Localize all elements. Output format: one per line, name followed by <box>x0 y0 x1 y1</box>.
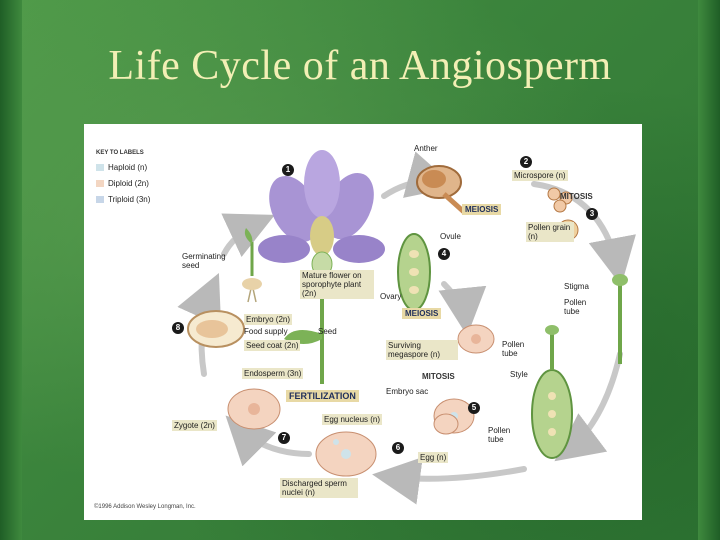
label-egg-nucleus: Egg nucleus (n) <box>322 414 383 425</box>
label-mitosis-top: MITOSIS <box>560 192 593 201</box>
label-pollen-tube-2: Pollen tube <box>502 340 525 358</box>
label-ovule: Ovule <box>440 232 461 241</box>
label-anther: Anther <box>414 144 438 153</box>
label-embryo: Embryo (2n) <box>244 314 293 325</box>
megaspore-drawing <box>433 324 495 435</box>
label-meiosis-top: MEIOSIS <box>462 204 502 215</box>
step-6: 6 <box>392 442 404 454</box>
label-microspore: Microspore (n) <box>512 170 568 181</box>
label-meiosis-mid: MEIOSIS <box>402 308 442 319</box>
label-fertilization: FERTILIZATION <box>286 390 359 402</box>
label-food-supply: Food supply <box>244 327 288 336</box>
slide-left-border <box>0 0 22 540</box>
label-mature-flower: Mature flower on sporophyte plant (2n) <box>300 270 374 299</box>
seed-drawing <box>187 310 245 348</box>
step-5: 5 <box>468 402 480 414</box>
key-swatch-haploid <box>96 164 104 171</box>
label-stigma: Stigma <box>564 282 589 291</box>
mature-flower-drawing <box>258 150 385 384</box>
label-pollen-grain: Pollen grain (n) <box>526 222 574 242</box>
slide-right-border <box>698 0 720 540</box>
step-8: 8 <box>172 322 184 334</box>
zygote-drawing <box>227 388 281 430</box>
label-egg: Egg (n) <box>418 452 449 463</box>
label-zygote: Zygote (2n) <box>172 420 217 431</box>
label-discharged-sperm: Discharged sperm nuclei (n) <box>280 478 358 498</box>
label-mitosis-mid: MITOSIS <box>422 372 455 381</box>
diagram-panel: KEY TO LABELS Haploid (n) Diploid (2n) T… <box>84 124 642 520</box>
step-4: 4 <box>438 248 450 260</box>
label-surviving-megaspore: Surviving megaspore (n) <box>386 340 458 360</box>
anther-drawing <box>416 165 466 214</box>
step-1: 1 <box>282 164 294 176</box>
key-haploid: Haploid (n) <box>108 163 148 172</box>
ovary-drawing <box>397 233 431 311</box>
step-3: 3 <box>586 208 598 220</box>
label-germinating-seed: Germinating seed <box>182 252 226 270</box>
slide-title: Life Cycle of an Angiosperm <box>108 43 612 89</box>
label-pollen-tube-3: Pollen tube <box>488 426 511 444</box>
label-pollen-tube-1: Pollen tube <box>564 298 587 316</box>
germinating-seed-drawing <box>242 228 262 303</box>
label-embryo-sac: Embryo sac <box>386 387 429 396</box>
key-swatch-diploid <box>96 180 104 187</box>
egg-fertilization-drawing <box>315 431 377 477</box>
cycle-arrows <box>177 151 636 505</box>
copyright-notice: ©1996 Addison Wesley Longman, Inc. <box>94 504 196 510</box>
label-seed-coat: Seed coat (2n) <box>244 340 301 351</box>
label-endosperm: Endosperm (3n) <box>242 368 304 379</box>
pistil-drawing <box>531 274 628 459</box>
label-seed: Seed <box>318 327 337 336</box>
key-swatch-triploid <box>96 196 104 203</box>
key-heading: KEY TO LABELS <box>96 150 144 156</box>
key-diploid: Diploid (2n) <box>108 179 149 188</box>
step-2: 2 <box>520 156 532 168</box>
label-style: Style <box>510 370 528 379</box>
life-cycle-drawing <box>177 150 636 505</box>
step-7: 7 <box>278 432 290 444</box>
key-triploid: Triploid (3n) <box>108 195 151 204</box>
label-ovary: Ovary <box>380 292 402 301</box>
